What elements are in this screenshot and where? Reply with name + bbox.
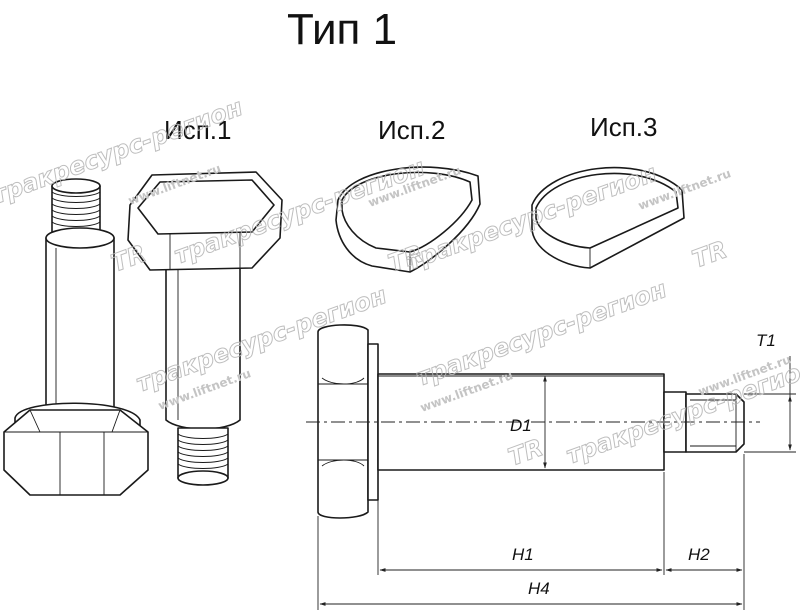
bolt-side-view xyxy=(306,324,760,519)
dim-label-h4: H4 xyxy=(528,579,550,598)
bolt-isp1-inverted xyxy=(127,171,283,486)
watermark-logo: TR xyxy=(688,235,730,273)
variant-label-2: Исп.2 xyxy=(378,115,445,145)
dim-label-h1: H1 xyxy=(512,545,534,564)
dim-label-h2: H2 xyxy=(688,545,710,564)
dimension-lines xyxy=(317,356,796,610)
bolt-isp1-vertical xyxy=(3,178,149,496)
watermark-url: www.liftnet.ru xyxy=(696,352,793,399)
head-isp3 xyxy=(531,166,685,269)
variant-label-3: Исп.3 xyxy=(590,112,657,142)
variant-label-1: Исп.1 xyxy=(164,115,231,145)
head-isp2 xyxy=(335,166,481,273)
dim-label-t1: T1 xyxy=(756,331,776,350)
dim-label-d1: D1 xyxy=(510,416,532,435)
page-title: Тип 1 xyxy=(287,5,397,54)
